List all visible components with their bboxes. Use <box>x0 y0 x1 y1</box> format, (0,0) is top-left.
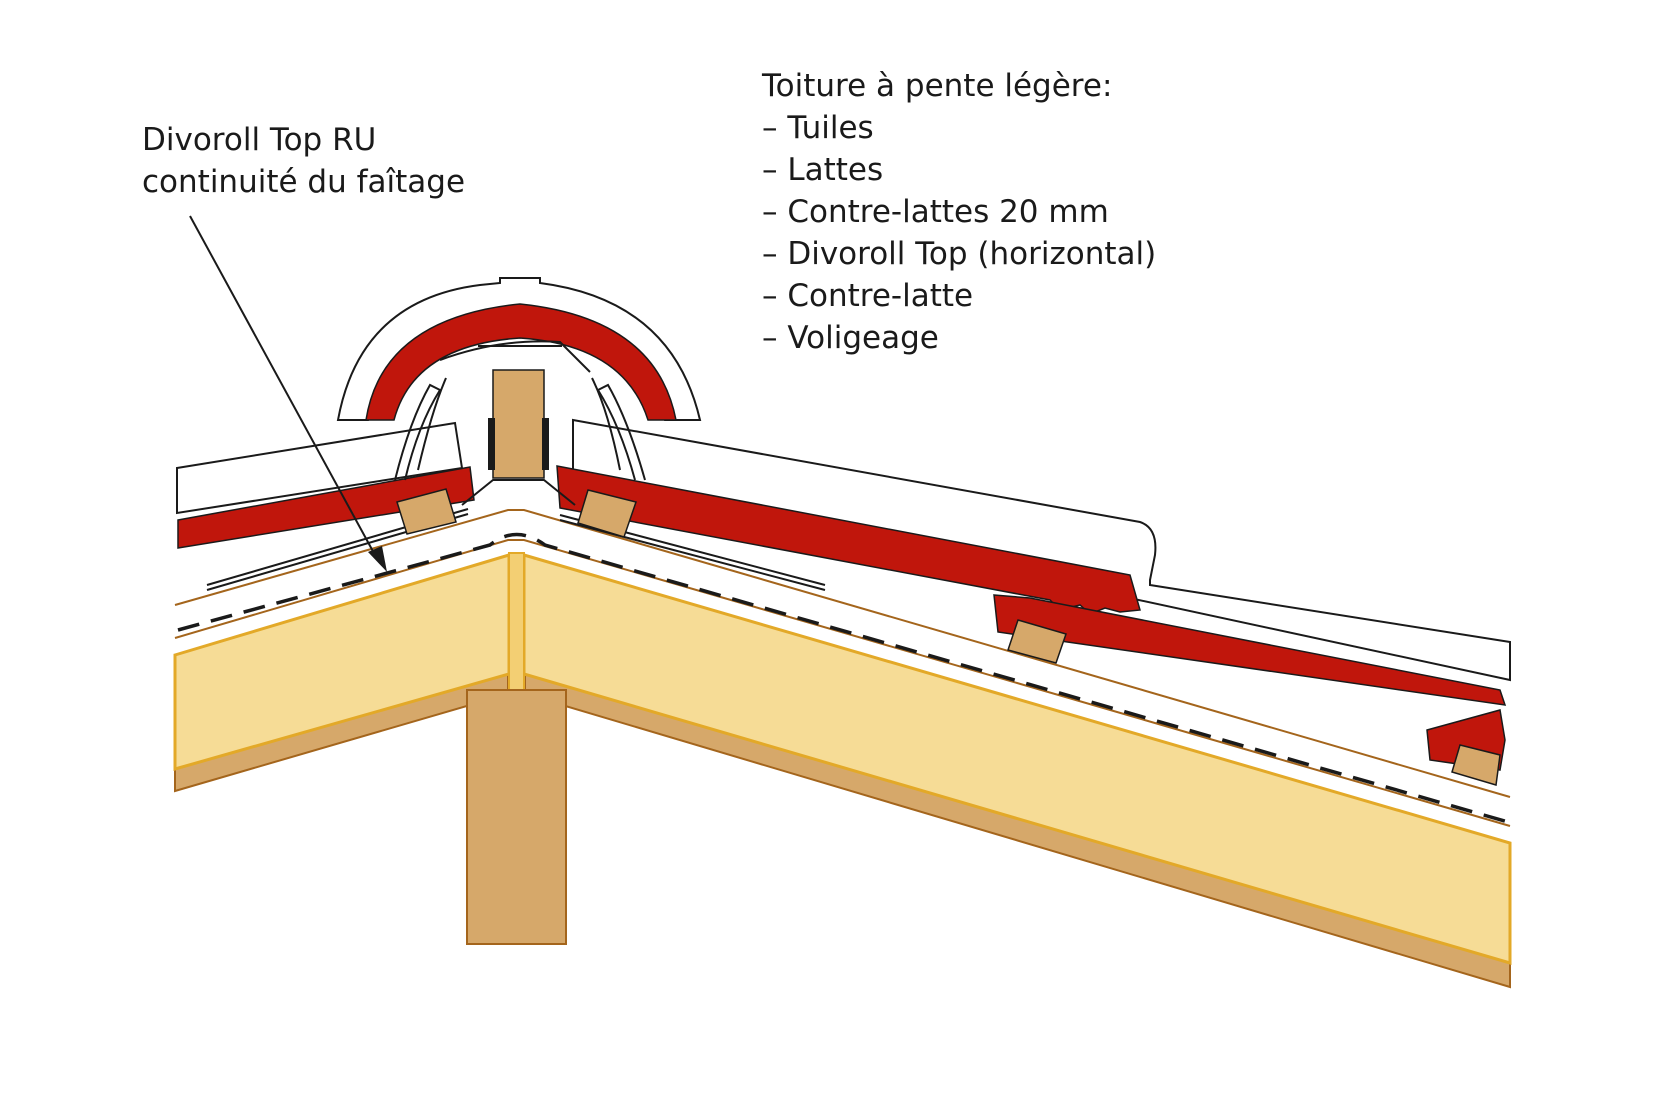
ridge-roll-membrane <box>461 479 576 506</box>
callout-label: Divoroll Top RU continuité du faîtage <box>142 119 562 203</box>
ridge-tile-red <box>365 303 677 421</box>
underlay-membrane <box>177 532 1509 824</box>
legend-item: – Voligeage <box>762 320 939 356</box>
counter-batten-layer <box>174 509 1511 827</box>
callout-line-2: continuité du faîtage <box>142 164 466 200</box>
legend-item: – Contre-lattes 20 mm <box>762 194 1109 230</box>
legend-list: – Tuiles – Lattes – Contre-lattes 20 mm … <box>762 107 1322 359</box>
tiles-right-slope <box>556 465 1507 771</box>
legend-item: – Tuiles <box>762 110 874 146</box>
ridge-board <box>492 369 545 479</box>
ridge-joint <box>508 552 525 696</box>
layer-legend: Toiture à pente légère: – Tuiles – Latte… <box>762 65 1322 359</box>
legend-title: Toiture à pente légère: <box>762 68 1113 104</box>
callout-arrowhead <box>368 546 387 572</box>
legend-item: – Divoroll Top (horizontal) <box>762 236 1157 272</box>
king-post <box>466 689 567 945</box>
legend-item: – Contre-latte <box>762 278 974 314</box>
ridge-board-clip-right <box>542 418 549 470</box>
tile-outlines <box>176 418 1511 682</box>
ridge-board-clip-left <box>488 418 495 470</box>
legend-item: – Lattes <box>762 152 884 188</box>
callout-line-1: Divoroll Top RU <box>142 122 377 158</box>
battens <box>396 488 1501 786</box>
callout-leader <box>189 215 376 556</box>
tiles-left-slope <box>177 466 475 549</box>
ridge-clips <box>394 340 646 481</box>
